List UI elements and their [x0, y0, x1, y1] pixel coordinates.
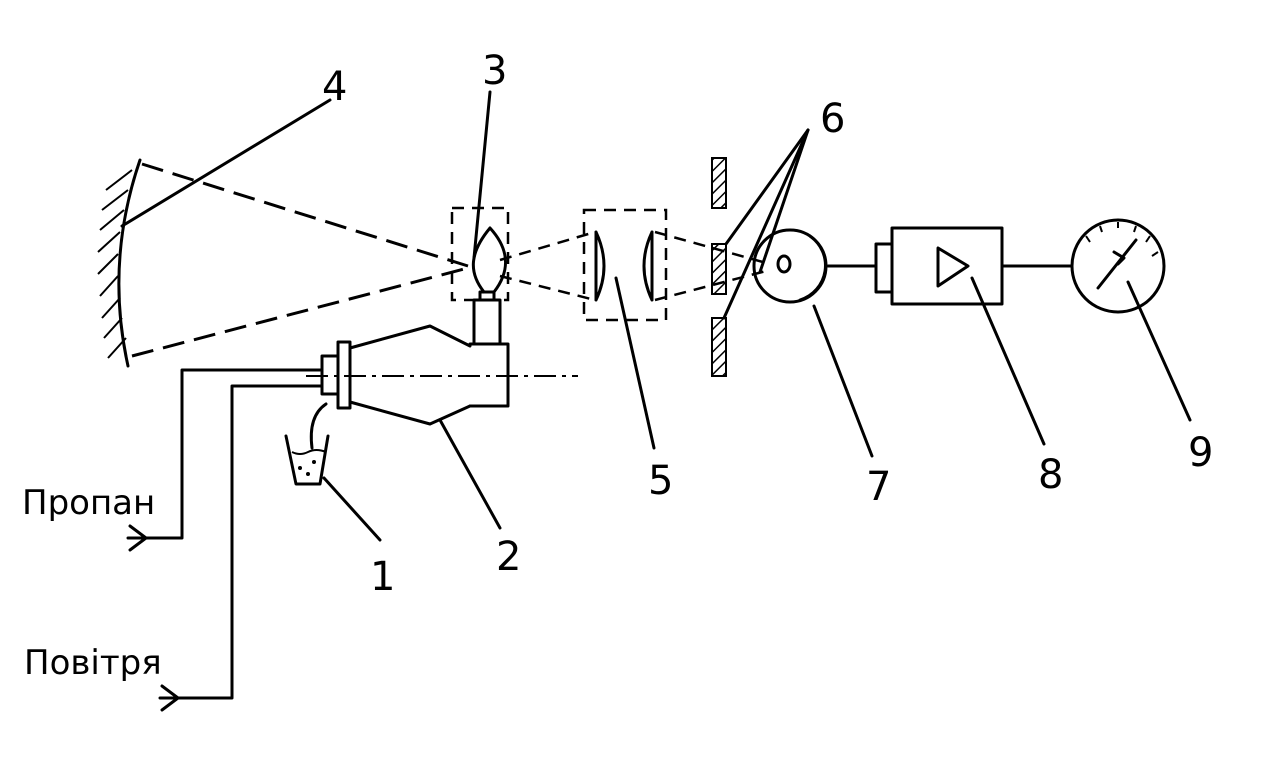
label-1: 1 — [370, 554, 395, 600]
label-5: 5 — [648, 458, 673, 504]
slit-diaphragm — [711, 157, 727, 377]
photoelement — [752, 228, 828, 304]
sample-cup — [284, 402, 330, 486]
label-6: 6 — [820, 96, 845, 142]
label-propane: Пропан — [22, 483, 155, 523]
label-8: 8 — [1038, 452, 1063, 498]
air-line — [158, 384, 324, 712]
burner-atomizer — [320, 290, 510, 426]
label-3: 3 — [482, 48, 507, 94]
light-rays — [131, 162, 771, 358]
concave-mirror — [97, 158, 142, 368]
label-air: Повітря — [24, 643, 162, 683]
leader-lines — [120, 90, 1192, 542]
amplifier — [874, 226, 1004, 306]
label-7: 7 — [866, 464, 891, 510]
label-9: 9 — [1188, 430, 1213, 476]
label-4: 4 — [322, 64, 347, 110]
flame-zone — [450, 206, 510, 302]
lens-system — [582, 208, 668, 322]
propane-line — [126, 368, 324, 552]
galvanometer — [1070, 218, 1166, 314]
label-2: 2 — [496, 534, 521, 580]
